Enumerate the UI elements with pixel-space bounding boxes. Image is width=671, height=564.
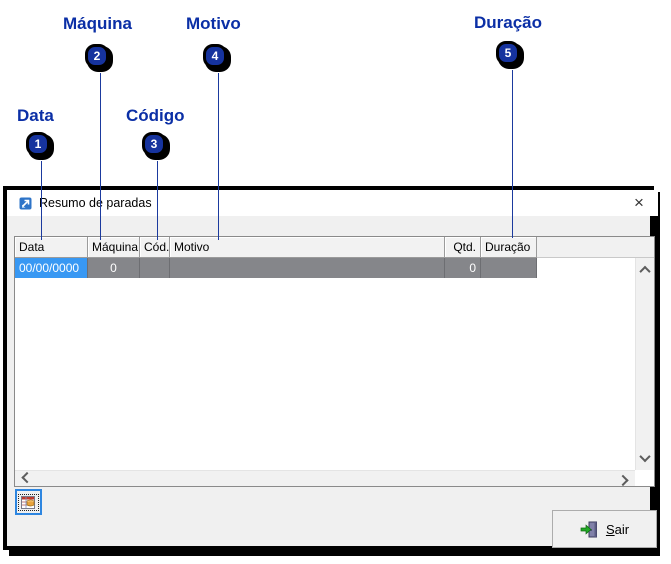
paradas-grid: Data Máquina Cód. Motivo Qtd. Duração 00… xyxy=(14,236,655,487)
export-grid-icon xyxy=(18,493,39,511)
cell-duracao[interactable] xyxy=(481,258,537,278)
grid-header-filler xyxy=(537,237,654,258)
cell-data-selected[interactable]: 00/00/0000 xyxy=(15,258,88,278)
callout-label-motivo: Motivo xyxy=(186,14,241,33)
table-row: 00/00/0000 0 0 xyxy=(15,258,654,278)
column-header-data[interactable]: Data xyxy=(15,237,88,258)
scroll-left-icon[interactable] xyxy=(21,471,33,483)
app-icon xyxy=(19,197,32,210)
window-title: Resumo de paradas xyxy=(39,196,152,210)
callout-line-3 xyxy=(157,161,158,240)
close-icon[interactable]: × xyxy=(634,193,644,212)
grid-header-row: Data Máquina Cód. Motivo Qtd. Duração xyxy=(15,237,654,258)
column-header-duracao[interactable]: Duração xyxy=(481,237,537,258)
callout-badge-4: 4 xyxy=(203,44,227,68)
exit-door-icon xyxy=(580,520,599,539)
scroll-right-icon[interactable] xyxy=(617,474,629,486)
sair-button[interactable]: Sair xyxy=(552,510,657,548)
cell-qtd[interactable]: 0 xyxy=(445,258,481,278)
sair-button-label: Sair xyxy=(605,521,630,537)
cell-maquina[interactable]: 0 xyxy=(88,258,140,278)
callout-line-2 xyxy=(100,73,101,240)
scroll-down-icon[interactable] xyxy=(639,450,651,463)
column-header-maquina[interactable]: Máquina xyxy=(88,237,140,258)
cell-motivo[interactable] xyxy=(170,258,445,278)
callout-badge-3: 3 xyxy=(142,132,166,156)
column-header-cod[interactable]: Cód. xyxy=(140,237,170,258)
callout-line-4 xyxy=(218,73,219,240)
callout-label-codigo: Código xyxy=(126,106,185,125)
column-header-qtd[interactable]: Qtd. xyxy=(445,237,481,258)
callout-label-data: Data xyxy=(17,106,54,125)
callout-label-duracao: Duração xyxy=(474,13,543,32)
callout-badge-1: 1 xyxy=(26,132,50,156)
scroll-up-icon[interactable] xyxy=(639,265,651,278)
titlebar[interactable]: Resumo de paradas × xyxy=(7,190,658,216)
cell-cod[interactable] xyxy=(140,258,170,278)
callout-badge-5: 5 xyxy=(496,41,520,65)
export-grid-button[interactable] xyxy=(15,489,42,515)
callout-line-5 xyxy=(512,70,513,238)
callout-label-maquina: Máquina xyxy=(63,14,132,33)
column-header-motivo[interactable]: Motivo xyxy=(170,237,445,258)
callout-badge-2: 2 xyxy=(85,44,109,68)
callout-line-1 xyxy=(41,161,42,240)
horizontal-scrollbar[interactable] xyxy=(15,470,635,486)
vertical-scrollbar[interactable] xyxy=(635,258,654,470)
